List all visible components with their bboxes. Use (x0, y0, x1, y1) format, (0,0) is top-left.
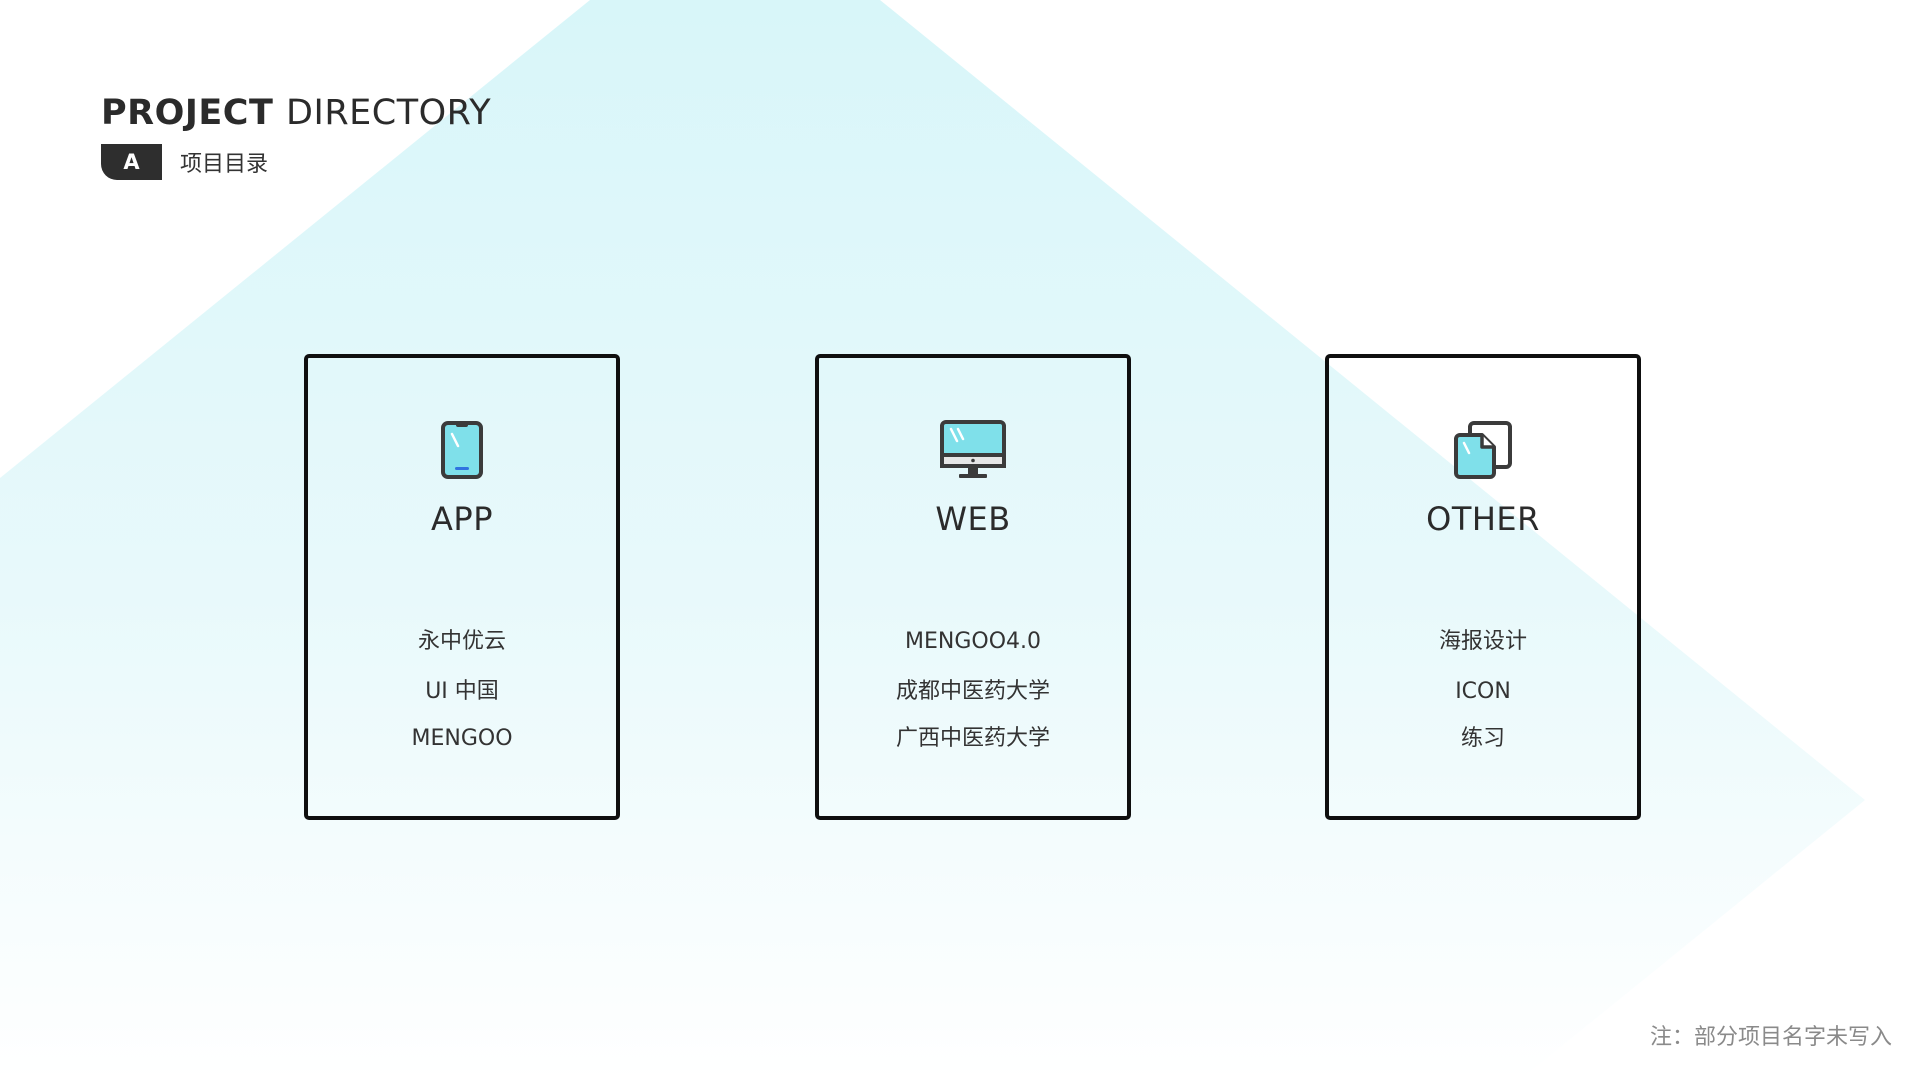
page-header: PROJECT DIRECTORY A 项目目录 (101, 92, 491, 180)
list-item[interactable]: 广西中医药大学 (895, 726, 1050, 751)
page-subtitle: 项目目录 (180, 152, 269, 177)
subtitle-row: A 项目目录 (101, 144, 491, 180)
list-item[interactable]: 练习 (1460, 726, 1505, 751)
list-item[interactable]: 成都中医药大学 (895, 679, 1050, 704)
card-title: WEB (935, 500, 1011, 538)
card-title: OTHER (1426, 500, 1540, 538)
desktop-monitor-icon (939, 418, 1007, 482)
card-item-list: 海报设计 ICON 练习 (1329, 630, 1637, 751)
page-title: PROJECT DIRECTORY (101, 92, 491, 134)
project-card-other[interactable]: OTHER 海报设计 ICON 练习 (1325, 354, 1641, 820)
list-item[interactable]: MENGOO (411, 726, 513, 751)
list-item[interactable]: 永中优云 (417, 629, 506, 654)
card-title: APP (431, 500, 493, 538)
copy-documents-icon (1449, 418, 1517, 482)
title-bold-part: PROJECT (101, 93, 274, 133)
smartphone-icon (428, 418, 496, 482)
footnote: 注：部分项目名字未写入 (1649, 1025, 1892, 1050)
section-badge: A (101, 144, 162, 180)
project-card-app[interactable]: APP 永中优云 UI 中国 MENGOO (304, 354, 620, 820)
title-light-part: DIRECTORY (286, 93, 492, 133)
list-item[interactable]: UI 中国 (425, 679, 499, 704)
list-item[interactable]: MENGOO4.0 (904, 629, 1041, 654)
card-item-list: 永中优云 UI 中国 MENGOO (308, 630, 616, 751)
list-item[interactable]: ICON (1455, 679, 1511, 704)
list-item[interactable]: 海报设计 (1438, 629, 1527, 654)
project-card-web[interactable]: WEB MENGOO4.0 成都中医药大学 广西中医药大学 (815, 354, 1131, 820)
card-item-list: MENGOO4.0 成都中医药大学 广西中医药大学 (819, 630, 1127, 751)
